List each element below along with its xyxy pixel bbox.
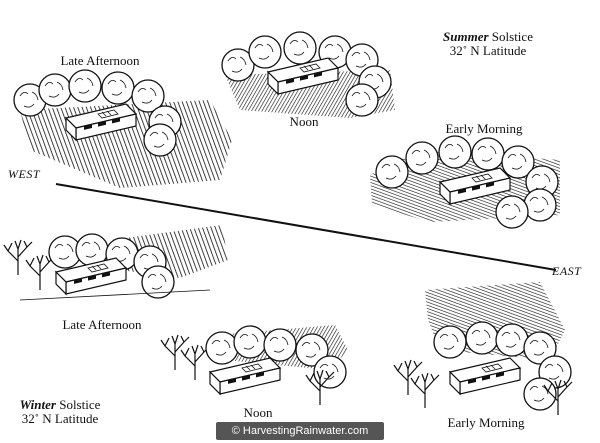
summer-solstice-caption: Summer Solstice 32˚ N Latitude: [430, 29, 546, 59]
summer-solstice-word: Solstice: [491, 29, 533, 44]
winter-noon-scene: [160, 325, 348, 406]
winter-early-morning-label: Early Morning: [447, 415, 525, 430]
summer-noon-label: Noon: [289, 114, 319, 129]
west-east-axis: [55, 183, 557, 271]
winter-noon-label: Noon: [243, 405, 273, 420]
winter-solstice-caption: Winter Solstice 32˚ N Latitude: [8, 397, 112, 427]
winter-early-morning-scene: [393, 282, 573, 416]
winter-solstice-word: Solstice: [59, 397, 101, 412]
summer-late-afternoon-label: Late Afternoon: [60, 53, 140, 68]
summer-season-word: Summer: [443, 29, 489, 44]
winter-late-afternoon-label: Late Afternoon: [62, 317, 142, 332]
summer-early-morning-scene: [370, 135, 560, 229]
summer-early-morning-label: Early Morning: [445, 121, 523, 136]
winter-season-word: Winter: [19, 397, 56, 412]
east-label: EAST: [552, 264, 582, 278]
copyright-badge: © HarvestingRainwater.com: [216, 422, 384, 440]
west-label: WEST: [8, 167, 40, 181]
summer-latitude: 32˚ N Latitude: [449, 43, 527, 59]
summer-noon-scene: [221, 31, 395, 118]
winter-late-afternoon-scene: [3, 225, 228, 301]
summer-late-afternoon-scene: [13, 69, 232, 188]
winter-latitude: 32˚ N Latitude: [21, 411, 99, 427]
